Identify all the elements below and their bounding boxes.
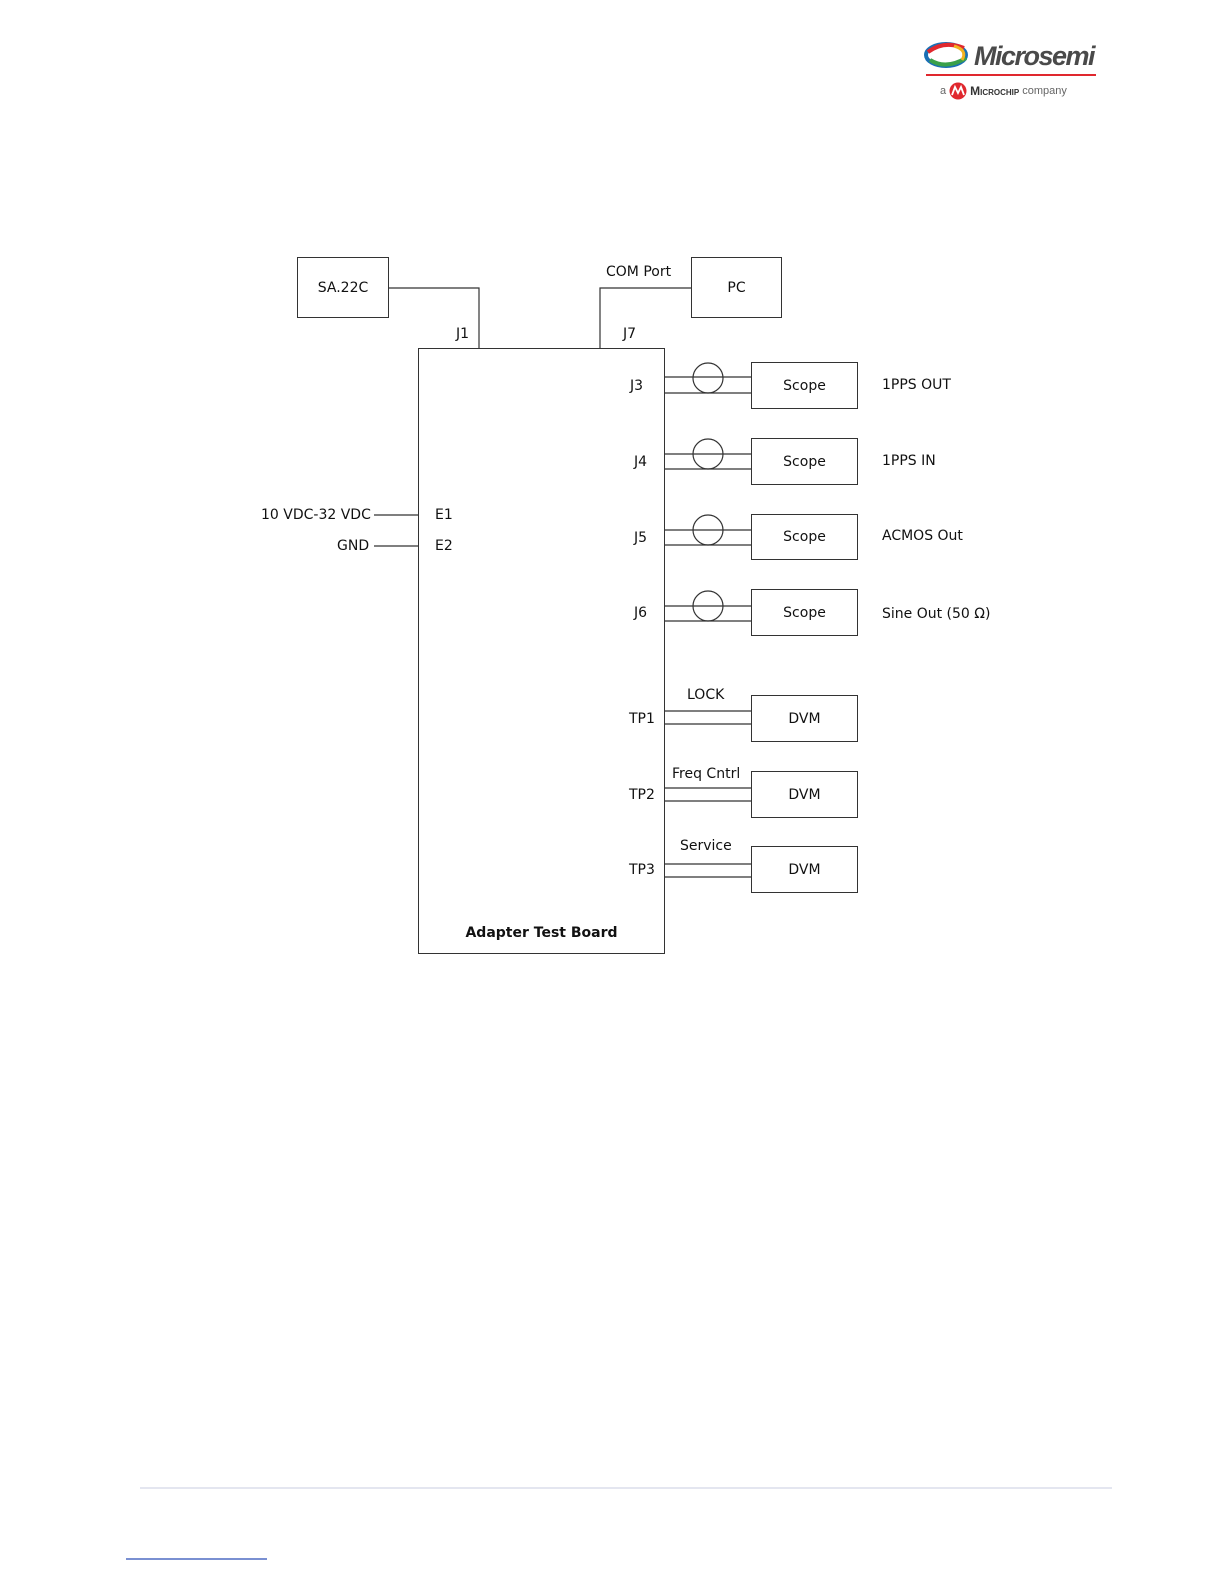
scope-box: Scope	[751, 362, 858, 409]
j7-label: J7	[623, 326, 636, 342]
dvm-box: DVM	[751, 846, 858, 893]
e2-label: E2	[435, 538, 453, 554]
coax-connector-label: J4	[634, 454, 647, 470]
scope-label: Scope	[783, 454, 826, 470]
coax-connector-label: J3	[630, 378, 643, 394]
coax-connector-label: J6	[634, 605, 647, 621]
scope-box: Scope	[751, 438, 858, 485]
testpoint-connector-label: TP2	[629, 787, 655, 803]
dvm-label: DVM	[788, 862, 820, 878]
scope-label: Scope	[783, 529, 826, 545]
gnd-label: GND	[337, 538, 369, 554]
testpoint-connector-label: TP1	[629, 711, 655, 727]
dvm-label: DVM	[788, 711, 820, 727]
signal-label: ACMOS Out	[882, 528, 963, 544]
board-title: Adapter Test Board	[419, 925, 664, 941]
signal-label: 1PPS OUT	[882, 377, 951, 393]
dvm-box: DVM	[751, 695, 858, 742]
dvm-label: DVM	[788, 787, 820, 803]
adapter-test-board: Adapter Test Board	[418, 348, 665, 954]
vin-label: 10 VDC-32 VDC	[261, 507, 371, 523]
testpoint-connector-label: TP3	[629, 862, 655, 878]
testpoint-signal-label: LOCK	[687, 687, 724, 703]
testpoint-signal-label: Service	[680, 838, 732, 854]
dvm-box: DVM	[751, 771, 858, 818]
sa22c-label: SA.22C	[318, 280, 369, 296]
scope-label: Scope	[783, 378, 826, 394]
j1-label: J1	[456, 326, 469, 342]
scope-box: Scope	[751, 589, 858, 636]
testpoint-signal-label: Freq Cntrl	[672, 766, 740, 782]
pc-label: PC	[727, 280, 745, 296]
pc-box: PC	[691, 257, 782, 318]
sa22c-box: SA.22C	[297, 257, 389, 318]
scope-label: Scope	[783, 605, 826, 621]
com-port-label: COM Port	[606, 264, 671, 280]
scope-box: Scope	[751, 514, 858, 560]
signal-label: Sine Out (50 Ω)	[882, 606, 990, 622]
coax-connector-label: J5	[634, 530, 647, 546]
signal-label: 1PPS IN	[882, 453, 936, 469]
e1-label: E1	[435, 507, 453, 523]
